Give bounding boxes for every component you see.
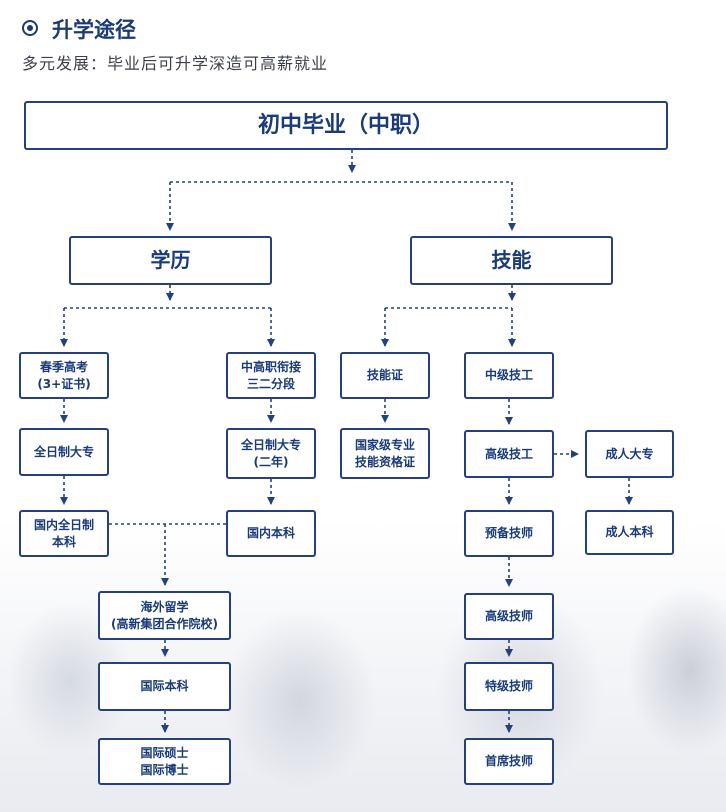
node-guonei-quanri-benke: 国内全日制 本科 [19, 510, 109, 557]
node-zhongji-jigong: 中级技工 [464, 352, 554, 399]
node-guoji-shuoshi-boshi: 国际硕士 国际博士 [98, 738, 231, 785]
node-quanri-dazhuan-2yr: 全日制大专 (二年) [226, 428, 316, 479]
node-shouxi-jishi: 首席技师 [464, 738, 554, 785]
node-zhonggao-xianjie: 中高职衔接 三二分段 [226, 352, 316, 399]
node-jineng: 技能 [410, 236, 613, 285]
node-guonei-benke: 国内本科 [226, 510, 316, 557]
node-quanri-dazhuan: 全日制大专 [19, 428, 109, 476]
section-title: 升学途径 [52, 18, 136, 42]
bullet-icon [22, 20, 38, 36]
node-gaoji-jishi: 高级技师 [464, 593, 554, 640]
section-subtitle: 多元发展：毕业后可升学深造可高薪就业 [22, 54, 329, 73]
node-root: 初中毕业（中职） [24, 101, 668, 150]
node-yubei-jishi: 预备技师 [464, 510, 554, 557]
node-chengren-dazhuan: 成人大专 [585, 430, 674, 478]
node-xueli: 学历 [69, 236, 272, 285]
node-guojiaji-zigezheng: 国家级专业 技能资格证 [340, 428, 430, 479]
node-gaoji-jigong: 高级技工 [464, 430, 554, 478]
node-guoji-benke: 国际本科 [98, 662, 231, 711]
node-haiwai-liuxue: 海外留学 (高新集团合作院校) [98, 591, 231, 640]
node-teji-jishi: 特级技师 [464, 662, 554, 711]
node-chengren-benke: 成人本科 [585, 510, 674, 555]
node-jinengzheng: 技能证 [340, 352, 430, 399]
node-chunji-gaokao: 春季高考 (3+证书) [19, 352, 109, 399]
